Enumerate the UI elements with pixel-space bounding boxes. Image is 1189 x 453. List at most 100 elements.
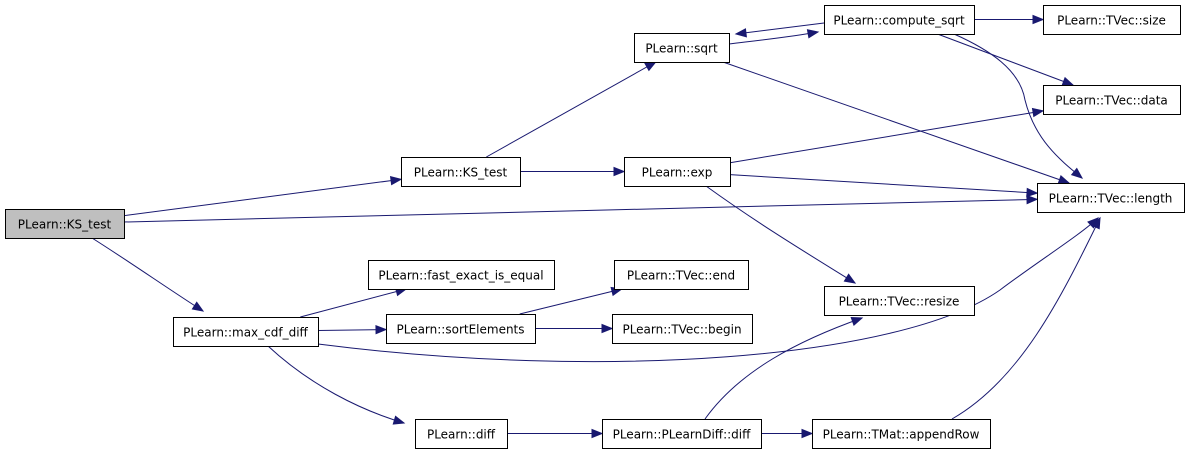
node-maxcdf[interactable]: PLearn::max_cdf_diff — [173, 317, 319, 347]
arrowhead — [1070, 167, 1084, 179]
node-box — [824, 5, 975, 35]
edge-line — [519, 288, 622, 315]
edge-line — [729, 110, 1044, 164]
arrowhead — [850, 317, 864, 326]
node-size[interactable]: PLearn::TVec::size — [1043, 5, 1181, 35]
node-length[interactable]: PLearn::TVec::length — [1037, 183, 1185, 213]
node-box — [386, 314, 536, 344]
edge-line — [300, 288, 407, 318]
arrowhead — [1026, 194, 1039, 205]
node-pldiff[interactable]: PLearn::PLearnDiff::diff — [602, 419, 762, 449]
edge-line — [953, 33, 1083, 179]
edge-line — [317, 217, 1099, 363]
edge-line — [951, 217, 1101, 420]
node-label: PLearn::diff — [427, 428, 496, 442]
arrowhead — [1057, 175, 1071, 185]
edge-sqrt-to-csqrt — [728, 29, 820, 45]
edge-csqrt-to-length — [953, 33, 1084, 179]
arrowhead — [1032, 14, 1045, 25]
node-label: PLearn::sqrt — [645, 42, 718, 56]
arrowhead — [806, 29, 820, 39]
node-box — [1043, 5, 1181, 35]
arrowhead — [843, 273, 857, 284]
edge-line — [705, 185, 856, 284]
node-label: PLearn::TMat::appendRow — [823, 428, 980, 442]
node-label: PLearn::exp — [642, 166, 713, 180]
node-label: PLearn::KS_test — [414, 166, 508, 180]
node-box — [1043, 85, 1181, 115]
arrowhead — [601, 323, 614, 334]
node-label: PLearn::max_cdf_diff — [183, 326, 308, 340]
edge-line — [729, 174, 1038, 194]
arrowhead — [1061, 76, 1075, 86]
node-sortel[interactable]: PLearn::sortElements — [386, 314, 536, 344]
node-label: PLearn::TVec::resize — [839, 295, 960, 309]
node-feq[interactable]: PLearn::fast_exact_is_equal — [368, 260, 555, 290]
arrowhead — [644, 61, 657, 72]
node-label: PLearn::PLearnDiff::diff — [613, 428, 752, 442]
node-label: PLearn::KS_test — [18, 218, 112, 232]
node-box — [1037, 183, 1185, 213]
node-begin[interactable]: PLearn::TVec::begin — [612, 314, 753, 344]
arrowhead — [591, 428, 604, 439]
node-box — [634, 33, 730, 63]
arrowhead — [801, 428, 814, 439]
node-box — [602, 419, 762, 449]
edge-maxcdf-to-diff — [267, 345, 406, 425]
node-box — [5, 209, 125, 239]
edge-line — [704, 317, 863, 420]
node-box — [624, 157, 731, 187]
arrowhead — [1031, 107, 1045, 118]
node-label: PLearn::TVec::data — [1055, 94, 1168, 108]
edge-root-to-length — [123, 194, 1039, 223]
node-box — [824, 286, 975, 316]
edge-root-to-ks — [123, 175, 403, 217]
node-diff[interactable]: PLearn::diff — [415, 419, 508, 449]
edge-line — [123, 198, 1038, 223]
edge-sortel-to-end — [519, 286, 624, 315]
node-csqrt[interactable]: PLearn::compute_sqrt — [824, 5, 975, 35]
edge-sortel-to-begin — [535, 323, 614, 334]
edge-maxcdf-to-sortel — [317, 324, 388, 335]
node-resize[interactable]: PLearn::TVec::resize — [824, 286, 975, 316]
edge-ks-to-exp — [520, 166, 626, 177]
edge-line — [486, 61, 656, 158]
node-box — [614, 260, 749, 290]
node-label: PLearn::TVec::size — [1057, 14, 1166, 28]
edge-pldiff-to-append — [761, 428, 814, 439]
edge-diff-to-pldiff — [507, 428, 604, 439]
edge-maxcdf-to-feq — [300, 287, 408, 318]
edge-exp-to-resize — [705, 185, 857, 284]
edge-line — [722, 61, 1070, 184]
edge-exp-to-length — [729, 174, 1039, 198]
arrowhead — [392, 415, 406, 425]
arrowhead — [613, 166, 626, 177]
node-exp[interactable]: PLearn::exp — [624, 157, 731, 187]
node-label: PLearn::sortElements — [396, 323, 524, 337]
edge-root-to-maxcdf — [91, 237, 205, 312]
node-sqrt[interactable]: PLearn::sqrt — [634, 33, 730, 63]
node-box — [401, 157, 521, 187]
arrowhead — [191, 301, 205, 312]
edge-line — [91, 237, 204, 312]
arrowhead — [1091, 216, 1101, 230]
edge-exp-to-data — [729, 107, 1045, 164]
edge-append-to-length — [951, 216, 1101, 420]
node-label: PLearn::fast_exact_is_equal — [378, 269, 543, 283]
node-root[interactable]: PLearn::KS_test — [5, 209, 125, 239]
node-box — [415, 419, 508, 449]
edge-line — [123, 178, 402, 217]
node-end[interactable]: PLearn::TVec::end — [614, 260, 749, 290]
call-nodes: PLearn::KS_testPLearn::KS_testPLearn::sq… — [5, 5, 1185, 449]
node-data[interactable]: PLearn::TVec::data — [1043, 85, 1181, 115]
edge-pldiff-to-resize — [704, 317, 864, 420]
node-append[interactable]: PLearn::TMat::appendRow — [812, 419, 991, 449]
node-label: PLearn::TVec::length — [1049, 192, 1173, 206]
arrowhead — [389, 175, 403, 186]
edge-line — [267, 345, 405, 424]
node-box — [173, 317, 319, 347]
arrowhead — [1026, 187, 1039, 198]
node-box — [612, 314, 753, 344]
node-ks[interactable]: PLearn::KS_test — [401, 157, 521, 187]
